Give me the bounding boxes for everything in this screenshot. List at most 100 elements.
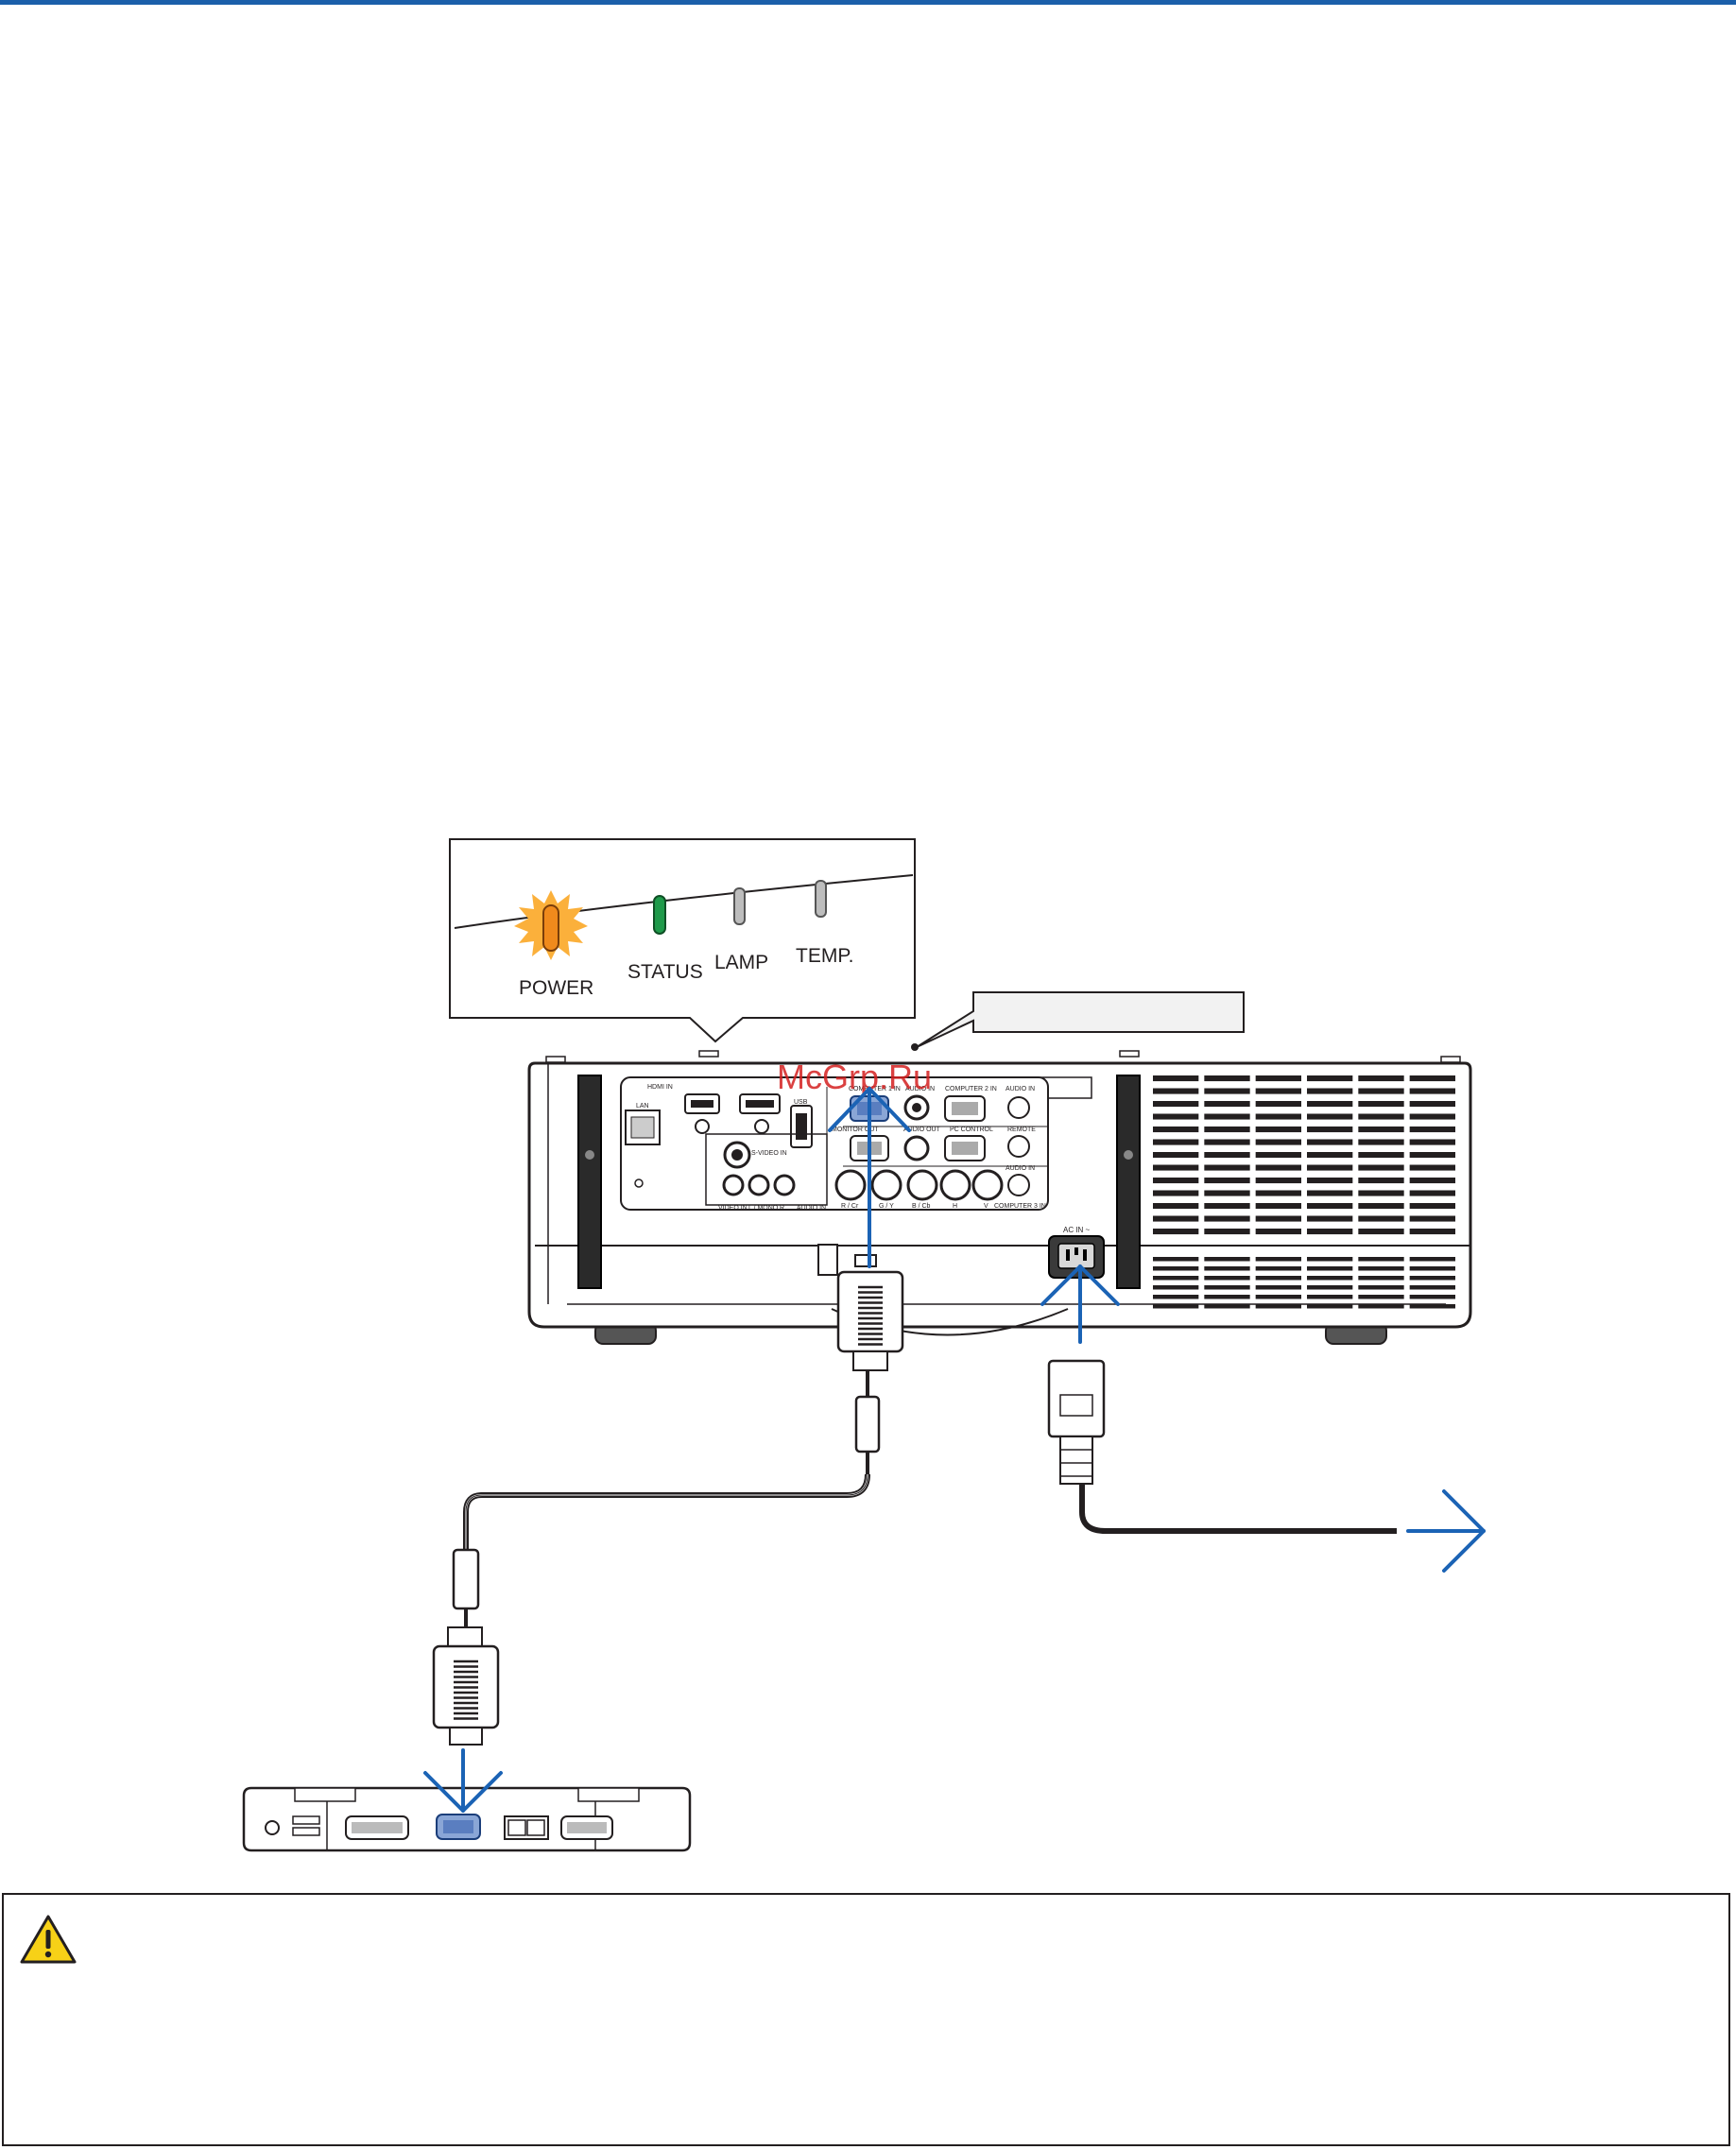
h-label: H — [953, 1203, 957, 1210]
b-cb-label: B / Cb — [912, 1203, 931, 1210]
v-label: V — [984, 1203, 988, 1210]
grip-ridges — [454, 1660, 478, 1720]
hdmi-in-label: HDMI IN — [647, 1084, 673, 1091]
audio-in-label: AUDIO IN — [797, 1205, 826, 1212]
vent-slat — [1153, 1276, 1199, 1281]
vent-slat — [1409, 1190, 1455, 1196]
vent-slat — [1255, 1266, 1301, 1271]
vent-slat — [1307, 1215, 1353, 1222]
vent-slat — [1307, 1127, 1353, 1133]
vent-slat — [1255, 1127, 1301, 1133]
vent-slat — [1204, 1229, 1250, 1235]
vent-slat — [1409, 1152, 1455, 1159]
vent-slat — [1358, 1285, 1404, 1290]
vent-slat — [1307, 1229, 1353, 1235]
vent-slat — [1255, 1152, 1301, 1159]
vent-slat — [1409, 1285, 1455, 1290]
vent-slat — [1204, 1101, 1250, 1108]
connection-arrows — [423, 1087, 1486, 1813]
vent-slat — [1358, 1215, 1404, 1222]
status-label: STATUS — [627, 961, 703, 983]
lamp-label: LAMP — [714, 952, 768, 973]
vent-slat — [1255, 1178, 1301, 1184]
power-label: POWER — [519, 977, 593, 999]
vent-slat — [1255, 1164, 1301, 1171]
lamp-led-icon — [733, 887, 746, 925]
vent-slat — [1358, 1139, 1404, 1145]
vent-slat — [1307, 1139, 1353, 1145]
vent-slat — [1307, 1101, 1353, 1108]
vent-grille — [1153, 1075, 1455, 1309]
vent-slat — [1307, 1257, 1353, 1262]
audio-in-2-label: AUDIO IN — [905, 1086, 935, 1092]
vent-slat — [1153, 1075, 1199, 1082]
vent-slat — [1255, 1075, 1301, 1082]
vent-slat — [1204, 1190, 1250, 1196]
vent-slat — [1307, 1304, 1353, 1309]
ac-in-label: AC IN ~ — [1063, 1226, 1091, 1234]
vent-slat — [1409, 1215, 1455, 1222]
audio-in-3-label: AUDIO IN — [1006, 1086, 1035, 1092]
vent-slat — [1307, 1178, 1353, 1184]
vent-slat — [1409, 1075, 1455, 1082]
vent-slat — [1307, 1203, 1353, 1210]
vent-slat — [1409, 1304, 1455, 1309]
arrow-down-icon — [423, 1748, 503, 1813]
usb-label: USB — [794, 1099, 808, 1106]
temp-label: TEMP. — [796, 945, 853, 967]
vent-slat — [1358, 1276, 1404, 1281]
vent-slat — [1204, 1266, 1250, 1271]
vent-slat — [1204, 1295, 1250, 1299]
vent-slat — [1204, 1203, 1250, 1210]
vent-slat — [1255, 1229, 1301, 1235]
vent-slat — [1153, 1257, 1199, 1262]
vent-slat — [1153, 1229, 1199, 1235]
vent-slat — [1255, 1295, 1301, 1299]
vent-slat — [1204, 1139, 1250, 1145]
pc-control-label: PC CONTROL — [950, 1127, 993, 1133]
video-in-label: VIDEO IN — [718, 1205, 748, 1212]
vent-slat — [1255, 1276, 1301, 1281]
vent-slat — [1255, 1113, 1301, 1120]
vent-slat — [1153, 1203, 1199, 1210]
vent-slat — [1204, 1304, 1250, 1309]
vent-slat — [1204, 1164, 1250, 1171]
arrow-up-icon — [828, 1087, 911, 1268]
watermark-text: McGrp.Ru — [777, 1058, 932, 1096]
monitor-out-label: MONITOR OUT — [832, 1127, 879, 1133]
indicator-callout: POWER STATUS LAMP TEMP. — [449, 838, 916, 1043]
arrow-right-icon — [1406, 1489, 1486, 1573]
vent-slat — [1358, 1152, 1404, 1159]
vent-slat — [1255, 1190, 1301, 1196]
vent-slat — [1409, 1229, 1455, 1235]
vent-slat — [1153, 1088, 1199, 1094]
vent-slat — [1153, 1164, 1199, 1171]
vent-slat — [1307, 1164, 1353, 1171]
vent-slat — [1358, 1257, 1404, 1262]
vent-slat — [1358, 1075, 1404, 1082]
vent-slat — [1307, 1152, 1353, 1159]
vent-slat — [1255, 1139, 1301, 1145]
vent-slat — [1358, 1304, 1404, 1309]
vent-slat — [1255, 1088, 1301, 1094]
vga-cable — [432, 1244, 904, 1746]
vent-slat — [1307, 1276, 1353, 1281]
vent-slat — [1409, 1088, 1455, 1094]
vent-slat — [1307, 1285, 1353, 1290]
r-label: R — [780, 1205, 784, 1212]
vent-slat — [1153, 1295, 1199, 1299]
vent-slat — [1255, 1257, 1301, 1262]
vent-slat — [1358, 1127, 1404, 1133]
vent-slat — [1255, 1285, 1301, 1290]
vent-slat — [1358, 1190, 1404, 1196]
vent-slat — [1358, 1266, 1404, 1271]
vent-slat — [1204, 1075, 1250, 1082]
vent-slat — [1204, 1088, 1250, 1094]
vent-slat — [1409, 1266, 1455, 1271]
lan-label: LAN — [636, 1103, 649, 1109]
vent-slat — [1307, 1113, 1353, 1120]
vent-slat — [1409, 1257, 1455, 1262]
vent-slat — [1255, 1101, 1301, 1108]
power-cord — [1047, 1359, 1397, 1534]
